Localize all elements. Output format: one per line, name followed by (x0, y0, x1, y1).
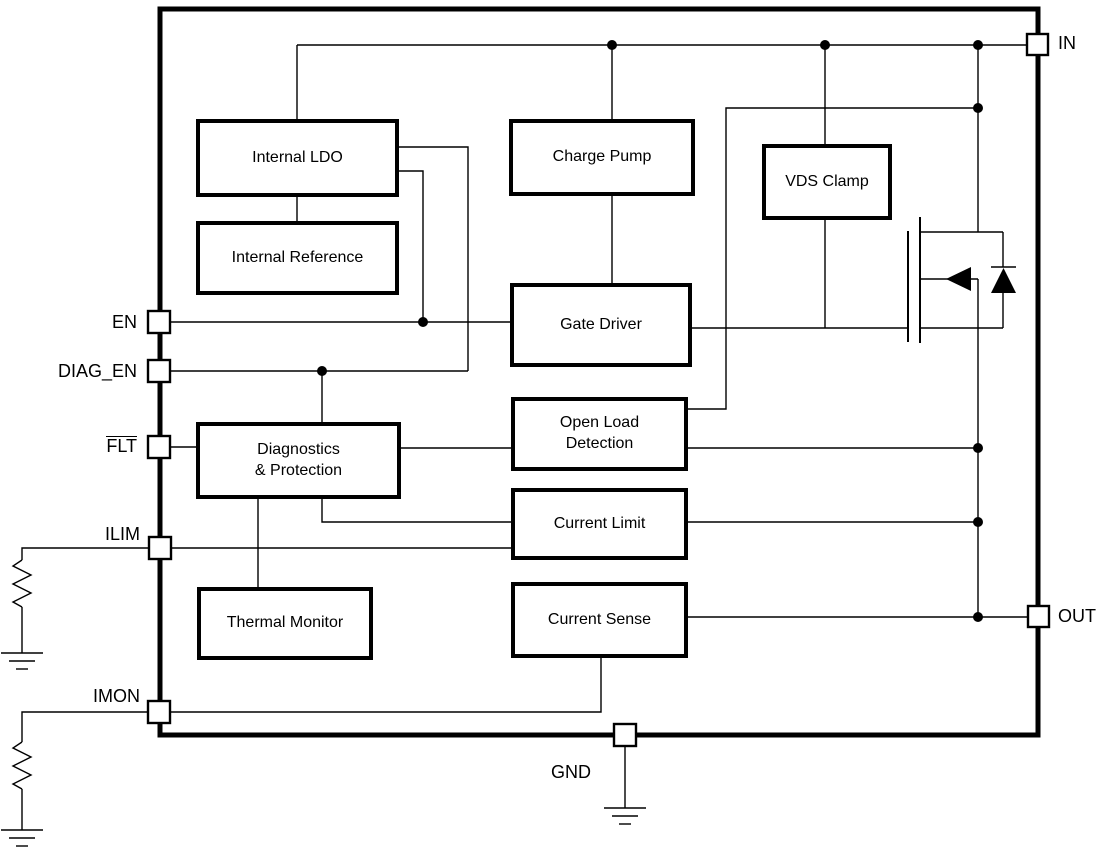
block-diagnostics-protection: Diagnostics & Protection (196, 422, 401, 499)
block-vds-clamp: VDS Clamp (762, 144, 892, 220)
block-current-limit: Current Limit (511, 488, 688, 560)
pin-label-diag-en: DIAG_EN (57, 361, 137, 381)
pin-label-en: EN (111, 312, 137, 332)
block-label: Detection (565, 435, 634, 452)
mosfet-symbol (907, 217, 1016, 343)
block-label: VDS Clamp (785, 172, 869, 190)
junction-dots (317, 40, 983, 622)
block-thermal-monitor: Thermal Monitor (197, 587, 373, 660)
flt-overline-text: FLT (106, 436, 137, 456)
block-label: Open Load (559, 414, 640, 432)
block-label: Current Limit (553, 514, 646, 532)
pin-squares (146, 32, 1051, 748)
ground-symbol (1, 829, 43, 847)
pin-label-imon: IMON (93, 686, 140, 706)
block-label: Thermal Monitor (226, 614, 344, 632)
gnd-pin-square (612, 722, 638, 748)
block-gate-driver: Gate Driver (510, 283, 692, 367)
imon-pin-square (146, 699, 172, 725)
in-pin-square (1025, 32, 1050, 57)
block-internal-ldo: Internal LDO (196, 119, 399, 197)
flt-pin-square (146, 434, 172, 460)
block-label: Charge Pump (552, 148, 652, 166)
gnd-ground-symbol (604, 807, 646, 825)
mosfet-arrow (946, 267, 971, 291)
ilim-pin-square (147, 535, 173, 561)
imon-resistor (1, 741, 43, 847)
block-internal-reference: Internal Reference (196, 221, 399, 295)
pin-label-out: OUT (1058, 606, 1096, 626)
block-label: Current Sense (547, 610, 652, 628)
body-diode (991, 232, 1016, 328)
pin-label-gnd: GND (551, 762, 591, 782)
diag-en-pin-square (146, 358, 172, 384)
block-label: & Protection (254, 461, 343, 479)
pin-label-in: IN (1058, 33, 1076, 53)
block-label: Gate Driver (560, 315, 642, 333)
ground-symbol (1, 652, 43, 670)
block-label: Diagnostics (257, 440, 340, 458)
block-label: Internal Reference (231, 248, 364, 266)
out-pin-square (1026, 604, 1051, 629)
pin-label-flt: FLT (40, 436, 137, 457)
block-open-load-detection: Open Load Detection (511, 397, 688, 471)
en-pin-square (146, 309, 172, 335)
ilim-resistor (1, 559, 43, 670)
block-label: Internal LDO (252, 148, 343, 166)
pin-label-ilim: ILIM (104, 524, 140, 544)
block-charge-pump: Charge Pump (509, 119, 695, 196)
block-current-sense: Current Sense (511, 582, 688, 658)
